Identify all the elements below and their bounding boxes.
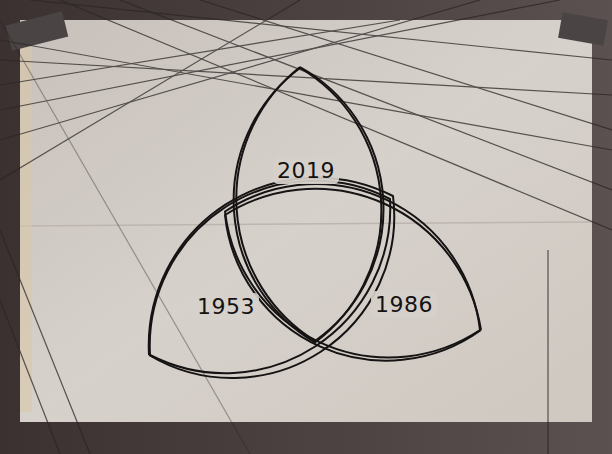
year-label: 1953 bbox=[197, 294, 255, 319]
triquetra-lobe bbox=[225, 184, 480, 357]
lobe-label-box: 2019 bbox=[273, 157, 339, 184]
string bbox=[0, 0, 300, 180]
string bbox=[30, 0, 612, 60]
paper-sheet bbox=[20, 20, 592, 422]
tape-piece bbox=[6, 11, 69, 50]
lobe-label-box: 1953 bbox=[193, 293, 259, 320]
string bbox=[120, 0, 612, 190]
string bbox=[0, 230, 90, 454]
string bbox=[0, 0, 560, 110]
tape-piece bbox=[558, 12, 608, 46]
triquetra-lobe bbox=[149, 178, 394, 378]
string bbox=[0, 300, 60, 454]
string bbox=[0, 40, 612, 150]
string bbox=[0, 20, 400, 85]
string bbox=[0, 0, 480, 140]
paper-fold bbox=[20, 222, 592, 226]
string bbox=[547, 250, 548, 454]
year-label: 2019 bbox=[277, 158, 335, 183]
triquetra-lobe bbox=[225, 189, 481, 361]
triquetra bbox=[149, 67, 481, 378]
lobe-label-box: 1986 bbox=[371, 291, 437, 318]
triquetra-lobe bbox=[150, 181, 391, 373]
year-label: 1986 bbox=[375, 292, 433, 317]
string bbox=[0, 60, 612, 95]
string bbox=[60, 0, 612, 230]
string bbox=[0, 20, 250, 454]
